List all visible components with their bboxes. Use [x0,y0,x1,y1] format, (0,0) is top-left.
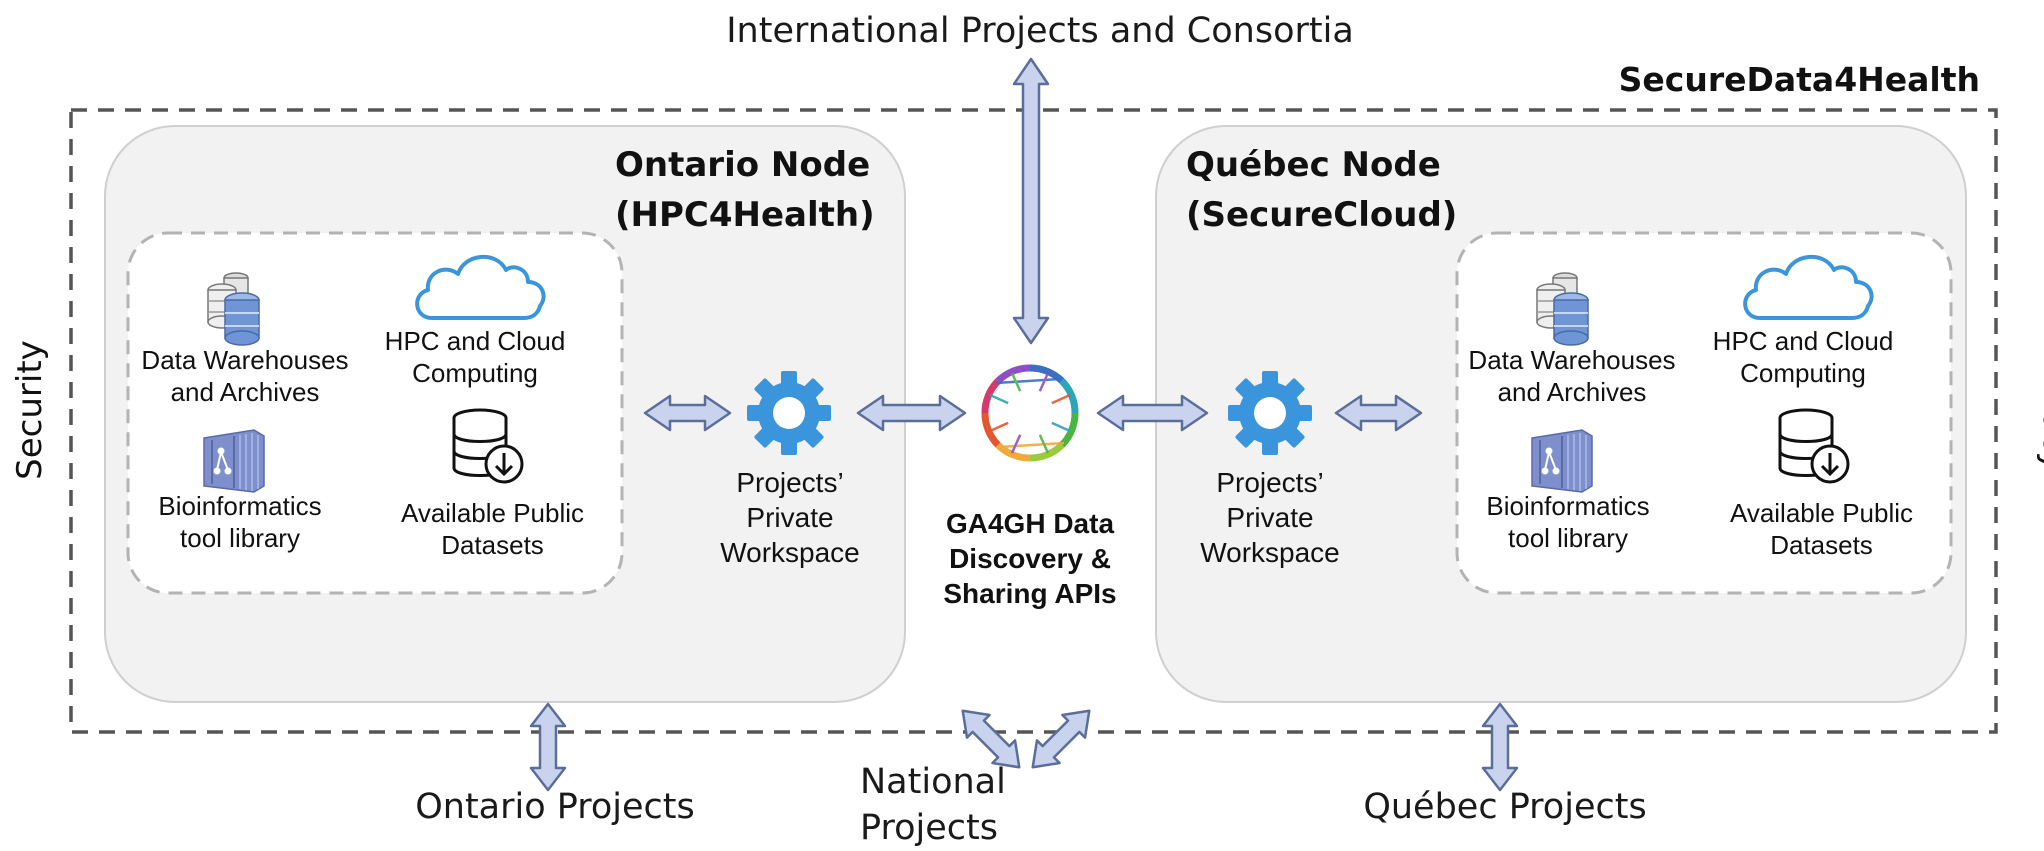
bioinfo-line1: Bioinformatics [158,491,322,521]
workspace-line1: Projects’ [736,467,844,498]
double-arrow [1096,394,1209,432]
warehouses-line1: Data Warehouses [141,345,349,375]
ontario-node-title-line2: (HPC4Health) [615,195,875,235]
bioinfo-line2: tool library [1508,523,1628,553]
hpc-line1: HPC and Cloud [1712,326,1894,356]
ontario-projects-label: Ontario Projects [415,787,695,827]
double-arrow [1481,702,1519,792]
double-arrow [961,709,1021,769]
ontario-hpc-label: HPC and Cloud Computing [365,325,585,389]
platform-title: SecureData4Health [1618,60,1980,99]
container-icon [1531,429,1593,493]
container-icon [203,429,265,493]
security-label: Security [10,340,50,480]
workspace-line3: Workspace [720,537,860,568]
quebec-datasets-label: Available Public Datasets [1709,497,1934,561]
quebec-node-title-line2: (SecureCloud) [1186,195,1458,235]
datasets-line1: Available Public [1729,498,1914,528]
international-consortia-label: International Projects and Consortia [726,11,1354,51]
ga4gh-logo [981,364,1079,462]
ga4gh-line3: Sharing APIs [943,578,1117,609]
workspace-line2: Private [1226,502,1314,533]
double-arrow [643,394,732,432]
bioinfo-line1: Bioinformatics [1486,491,1650,521]
national-line1: National [860,762,1006,802]
quebec-bioinformatics-label: Bioinformatics tool library [1458,490,1678,554]
ontario-datasets-label: Available Public Datasets [380,497,605,561]
datasets-line1: Available Public [400,498,585,528]
hpc-line2: Computing [412,358,538,388]
quebec-hpc-label: HPC and Cloud Computing [1693,325,1913,389]
securedata4health-boundary [69,108,1998,734]
quebec-projects-label: Québec Projects [1363,787,1647,827]
double-arrow [1031,709,1091,769]
datasets-line2: Datasets [1770,530,1873,560]
ontario-warehouses-label: Data Warehouses and Archives [125,344,365,408]
quebec-workspace-label: Projects’ Private Workspace [1180,465,1360,570]
warehouses-line1: Data Warehouses [1468,345,1676,375]
workspace-line2: Private [746,502,834,533]
quebec-node-title: Québec Node (SecureCloud) [1186,140,1457,240]
ga4gh-line1: GA4GH Data [945,508,1115,539]
warehouses-line2: and Archives [170,377,320,407]
double-arrow [529,702,567,792]
hpc-line1: HPC and Cloud [384,326,566,356]
national-line2: Projects [860,808,998,848]
gear-icon [1228,371,1312,455]
double-arrow [856,394,967,432]
privacy-label: Privacy [2035,348,2044,472]
quebec-node-title-line1: Québec Node [1186,145,1441,185]
ontario-node-title: Ontario Node (HPC4Health) [615,140,875,240]
ga4gh-label: GA4GH Data Discovery & Sharing APIs [920,506,1140,611]
double-arrow [1334,394,1423,432]
workspace-line1: Projects’ [1216,467,1324,498]
datasets-line2: Datasets [441,530,544,560]
national-projects-label: National Projects [860,759,1050,851]
gear-icon [747,371,831,455]
ontario-node-title-line1: Ontario Node [615,145,871,185]
ontario-bioinformatics-label: Bioinformatics tool library [130,490,350,554]
ga4gh-line2: Discovery & [949,543,1111,574]
workspace-line3: Workspace [1200,537,1340,568]
bioinfo-line2: tool library [180,523,300,553]
ontario-workspace-label: Projects’ Private Workspace [700,465,880,570]
hpc-line2: Computing [1740,358,1866,388]
quebec-warehouses-label: Data Warehouses and Archives [1452,344,1692,408]
warehouses-line2: and Archives [1497,377,1647,407]
double-arrow [1012,57,1050,345]
